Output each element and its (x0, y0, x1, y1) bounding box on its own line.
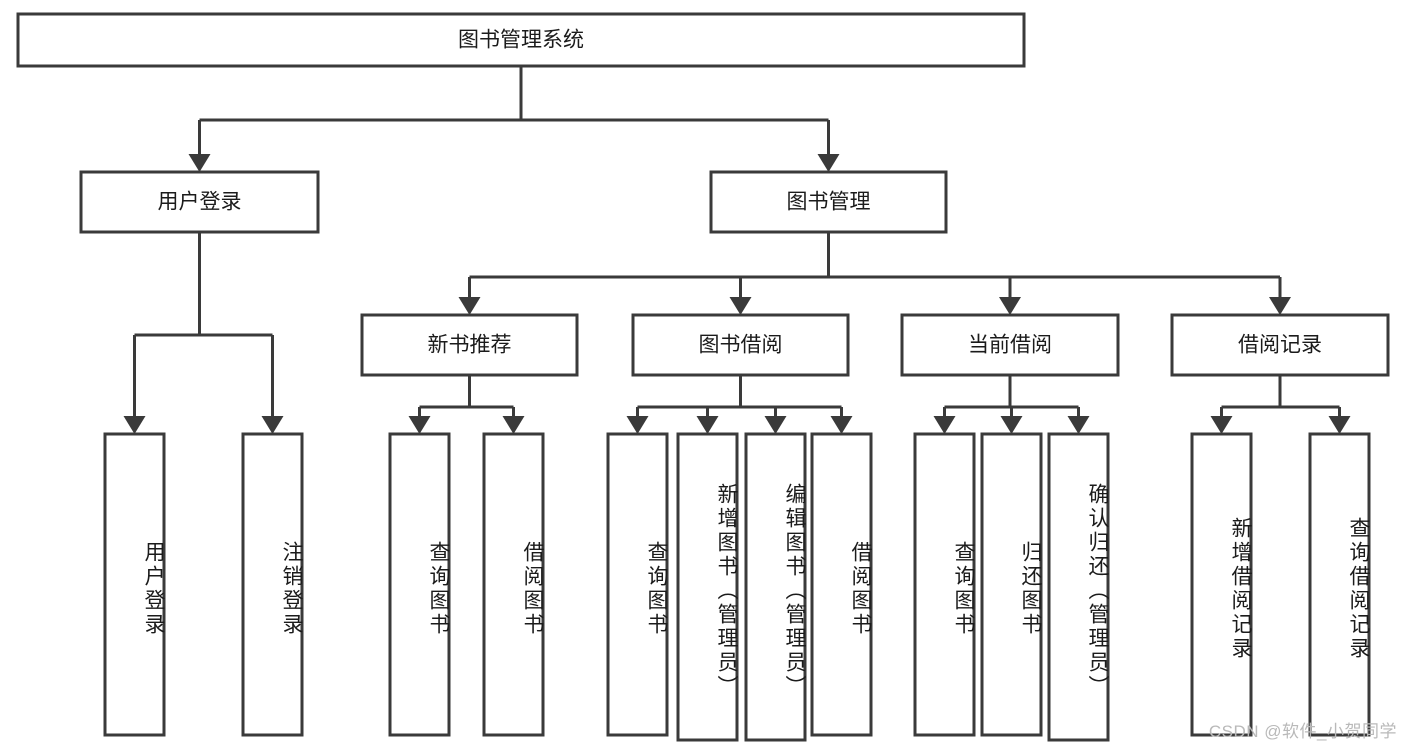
arrow-head-icon (1000, 416, 1023, 434)
node-box-l3d3[interactable] (1047, 432, 1110, 742)
node-box-l3d1[interactable] (913, 432, 976, 737)
arrow-head-icon (408, 416, 431, 434)
arrow-head-icon (817, 154, 840, 172)
node-box-l2c[interactable] (900, 313, 1120, 377)
arrow-head-icon (261, 416, 284, 434)
node-box-l3a2[interactable] (241, 432, 304, 737)
arrow-head-icon (1328, 416, 1351, 434)
csdn-watermark: CSDN @软件_小贺同学 (1208, 722, 1397, 741)
node-box-l1a[interactable] (79, 170, 320, 234)
node-box-l3c2[interactable] (676, 432, 739, 742)
node-label-l2a: 新书推荐 (428, 334, 512, 357)
arrow-head-icon (999, 297, 1021, 315)
node-box-l2d[interactable] (1170, 313, 1390, 377)
arrow-head-icon (1067, 416, 1090, 434)
node-box-l3e1[interactable] (1190, 432, 1253, 737)
node-label-l1a: 用户登录 (158, 191, 242, 214)
arrow-head-icon (1269, 297, 1291, 315)
arrow-head-icon (188, 154, 211, 172)
node-box-l3e2[interactable] (1308, 432, 1371, 737)
arrow-head-icon (696, 416, 719, 434)
arrow-head-icon (626, 416, 649, 434)
node-label-l2d: 借阅记录 (1238, 334, 1322, 357)
node-box-l3c4[interactable] (810, 432, 873, 737)
node-box-l3b1[interactable] (388, 432, 451, 737)
node-box-l2a[interactable] (360, 313, 579, 377)
node-box-l3a1[interactable] (103, 432, 166, 737)
arrow-head-icon (123, 416, 146, 434)
arrow-head-icon (1210, 416, 1233, 434)
arrow-head-icon (458, 297, 481, 315)
node-box-l3c3[interactable] (744, 432, 807, 742)
node-label-l2c: 当前借阅 (968, 334, 1052, 357)
node-label-l2b: 图书借阅 (699, 334, 783, 357)
node-box-l3d2[interactable] (980, 432, 1043, 737)
node-box-l3b2[interactable] (482, 432, 545, 737)
node-box-l3c1[interactable] (606, 432, 669, 737)
arrow-head-icon (933, 416, 956, 434)
arrow-head-icon (830, 416, 853, 434)
boxes-layer (16, 12, 1390, 742)
edges-layer (123, 66, 1351, 434)
node-box-root[interactable] (16, 12, 1026, 68)
node-label-l1b: 图书管理 (787, 191, 871, 214)
node-box-l1b[interactable] (709, 170, 948, 234)
arrow-head-icon (764, 416, 787, 434)
arrow-head-icon (729, 297, 752, 315)
arrow-head-icon (502, 416, 525, 434)
node-label-root: 图书管理系统 (458, 29, 584, 52)
node-box-l2b[interactable] (631, 313, 850, 377)
